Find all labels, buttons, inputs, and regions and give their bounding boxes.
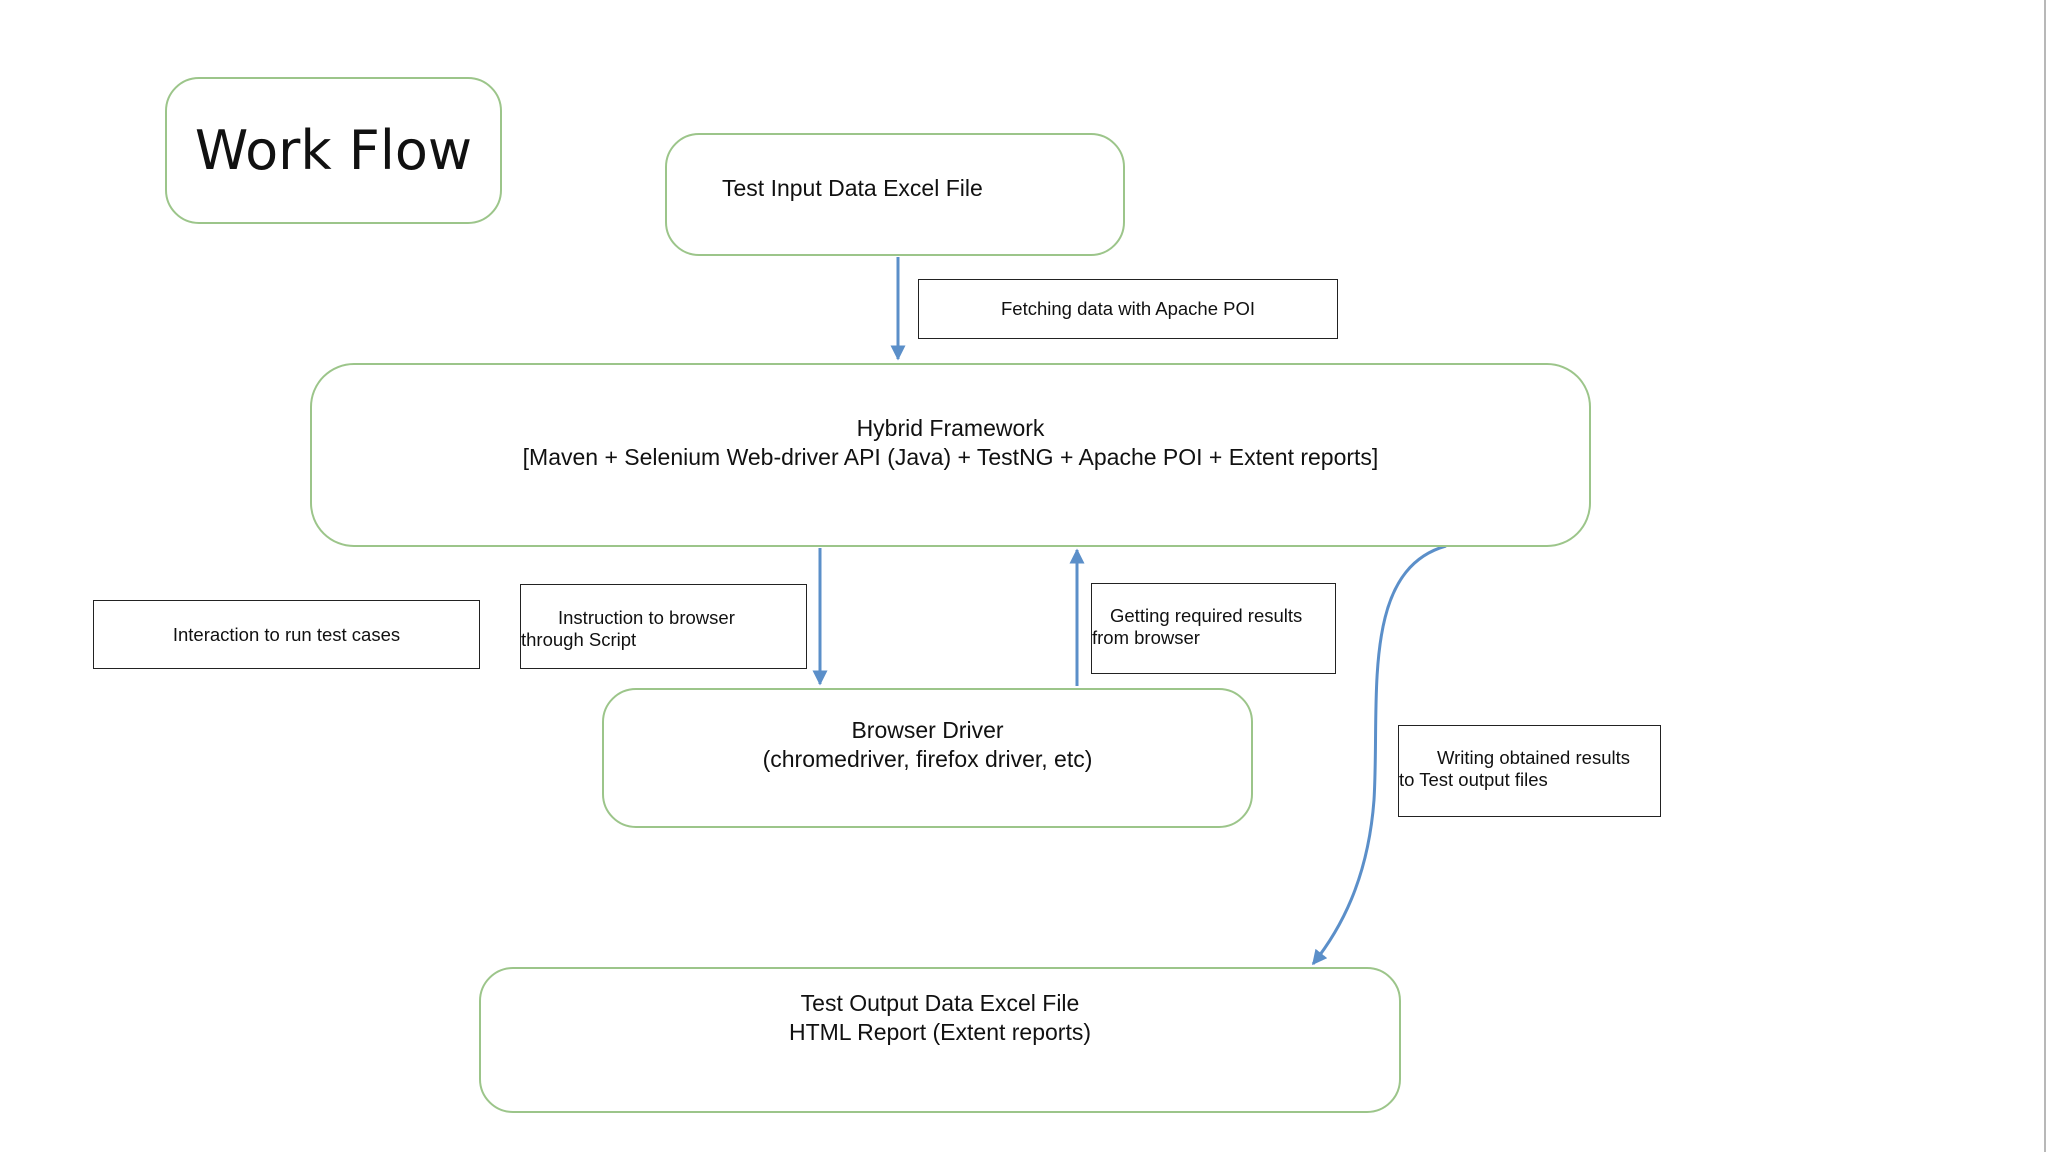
page-edge-divider: [2044, 0, 2046, 1152]
label-fetching-data: Fetching data with Apache POI: [918, 279, 1338, 339]
label-writing-line1: Writing obtained results: [1437, 747, 1630, 768]
label-interaction-text: Interaction to run test cases: [172, 623, 401, 645]
label-fetching-text: Fetching data with Apache POI: [1000, 298, 1255, 319]
node-browser-driver-title: Browser Driver: [851, 717, 1004, 743]
node-test-output-title: Test Output Data Excel File: [800, 990, 1080, 1016]
node-hybrid-framework-stack: [Maven + Selenium Web-driver API (Java) …: [522, 444, 1379, 470]
node-hybrid-framework-title: Hybrid Framework: [856, 415, 1045, 441]
node-hybrid-framework: Hybrid Framework [Maven + Selenium Web-d…: [310, 363, 1591, 547]
node-browser-driver-examples: (chromedriver, firefox driver, etc): [762, 746, 1093, 772]
node-test-input: Test Input Data Excel File: [665, 133, 1125, 256]
label-instruction-line2: through Script: [521, 629, 637, 650]
arrow-framework-to-output: [1311, 544, 1447, 966]
workflow-title-box: Work Flow: [165, 77, 502, 224]
node-browser-driver: Browser Driver (chromedriver, firefox dr…: [602, 688, 1253, 828]
node-test-output-report: HTML Report (Extent reports): [788, 1019, 1092, 1045]
label-instruction: Instruction to browser through Script: [520, 584, 807, 669]
node-test-input-label: Test Input Data Excel File: [722, 175, 983, 201]
label-getting-line2: from browser: [1092, 627, 1200, 648]
label-getting-results: Getting required results from browser: [1091, 583, 1336, 674]
label-writing-results: Writing obtained results to Test output …: [1398, 725, 1661, 817]
label-instruction-line1: Instruction to browser: [558, 607, 735, 628]
label-writing-line2: to Test output files: [1399, 769, 1548, 790]
label-interaction: Interaction to run test cases: [93, 600, 480, 669]
node-test-output: Test Output Data Excel File HTML Report …: [479, 967, 1401, 1113]
label-getting-line1: Getting required results: [1110, 605, 1303, 626]
workflow-title: Work Flow: [194, 119, 473, 182]
